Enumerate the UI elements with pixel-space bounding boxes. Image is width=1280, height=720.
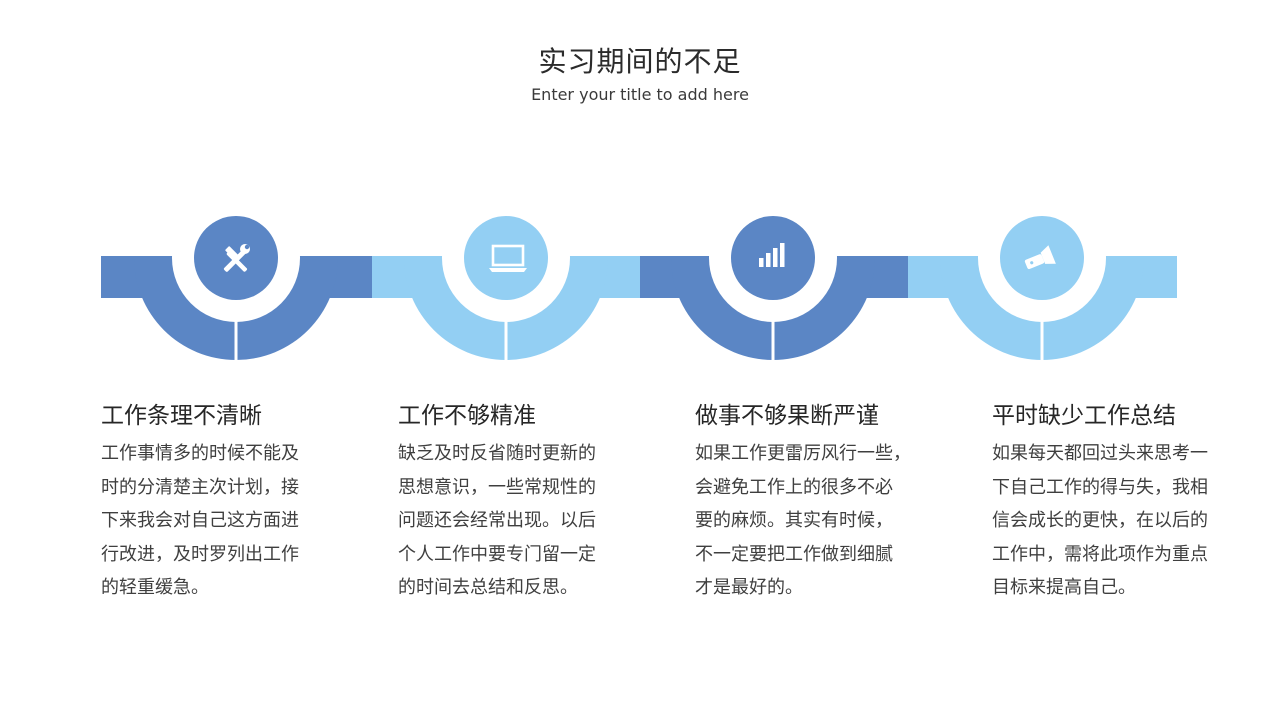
page-subtitle: Enter your title to add here xyxy=(531,85,749,104)
flashlight-icon xyxy=(1023,245,1059,273)
step-3-line-4: 不一定要把工作做到细腻 xyxy=(695,543,893,565)
laptop-icon xyxy=(488,241,528,275)
step-2-title: 工作不够精准 xyxy=(398,403,536,429)
step-1-line-3: 下来我会对自己这方面进 xyxy=(101,510,299,531)
step-1-line-1: 工作事情多的时候不能及 xyxy=(101,443,299,464)
step-2-line-5: 的时间去总结和反思。 xyxy=(398,577,578,598)
icon-circle-2 xyxy=(464,216,548,300)
step-3-line-2: 会避免工作上的很多不必 xyxy=(695,476,893,498)
step-2-description: 缺乏及时反省随时更新的 思想意识，一些常规性的 问题还会经常出现。以后 个人工作… xyxy=(398,437,630,605)
step-2-line-2: 思想意识，一些常规性的 xyxy=(398,476,596,498)
step-4-description: 如果每天都回过头来思考一 下自己工作的得与失，我相 信会成长的更快，在以后的 工… xyxy=(992,437,1224,605)
step-3-line-1: 如果工作更雷厉风行一些， xyxy=(695,443,911,464)
step-3-line-5: 才是最好的。 xyxy=(695,577,803,598)
step-3-line-3: 要的麻烦。其实有时候， xyxy=(695,510,893,531)
step-3-title: 做事不够果断严谨 xyxy=(695,403,879,429)
step-4-line-5: 目标来提高自己。 xyxy=(992,577,1136,598)
step-4-line-1: 如果每天都回过头来思考一 xyxy=(992,443,1208,464)
step-1-description: 工作事情多的时候不能及 时的分清楚主次计划，接 下来我会对自己这方面进 行改进，… xyxy=(101,437,333,605)
step-2-line-3: 问题还会经常出现。以后 xyxy=(398,510,596,531)
step-4-line-2: 下自己工作的得与失，我相 xyxy=(992,476,1208,498)
bar-chart-icon xyxy=(756,241,788,271)
step-3-description: 如果工作更雷厉风行一些， 会避免工作上的很多不必 要的麻烦。其实有时候， 不一定… xyxy=(695,437,927,605)
step-2-line-1: 缺乏及时反省随时更新的 xyxy=(398,443,596,464)
step-1-line-2: 时的分清楚主次计划，接 xyxy=(101,476,299,498)
step-1-line-5: 的轻重缓急。 xyxy=(101,577,209,598)
page-title: 实习期间的不足 xyxy=(538,45,742,78)
step-4-title: 平时缺少工作总结 xyxy=(992,403,1176,429)
step-4-line-3: 信会成长的更快，在以后的 xyxy=(992,510,1208,531)
step-1-line-4: 行改进，及时罗列出工作 xyxy=(101,543,299,565)
step-1-title: 工作条理不清晰 xyxy=(101,403,262,429)
step-2-line-4: 个人工作中要专门留一定 xyxy=(398,543,596,565)
tools-icon xyxy=(218,241,254,277)
step-4-line-4: 工作中，需将此项作为重点 xyxy=(992,543,1208,565)
